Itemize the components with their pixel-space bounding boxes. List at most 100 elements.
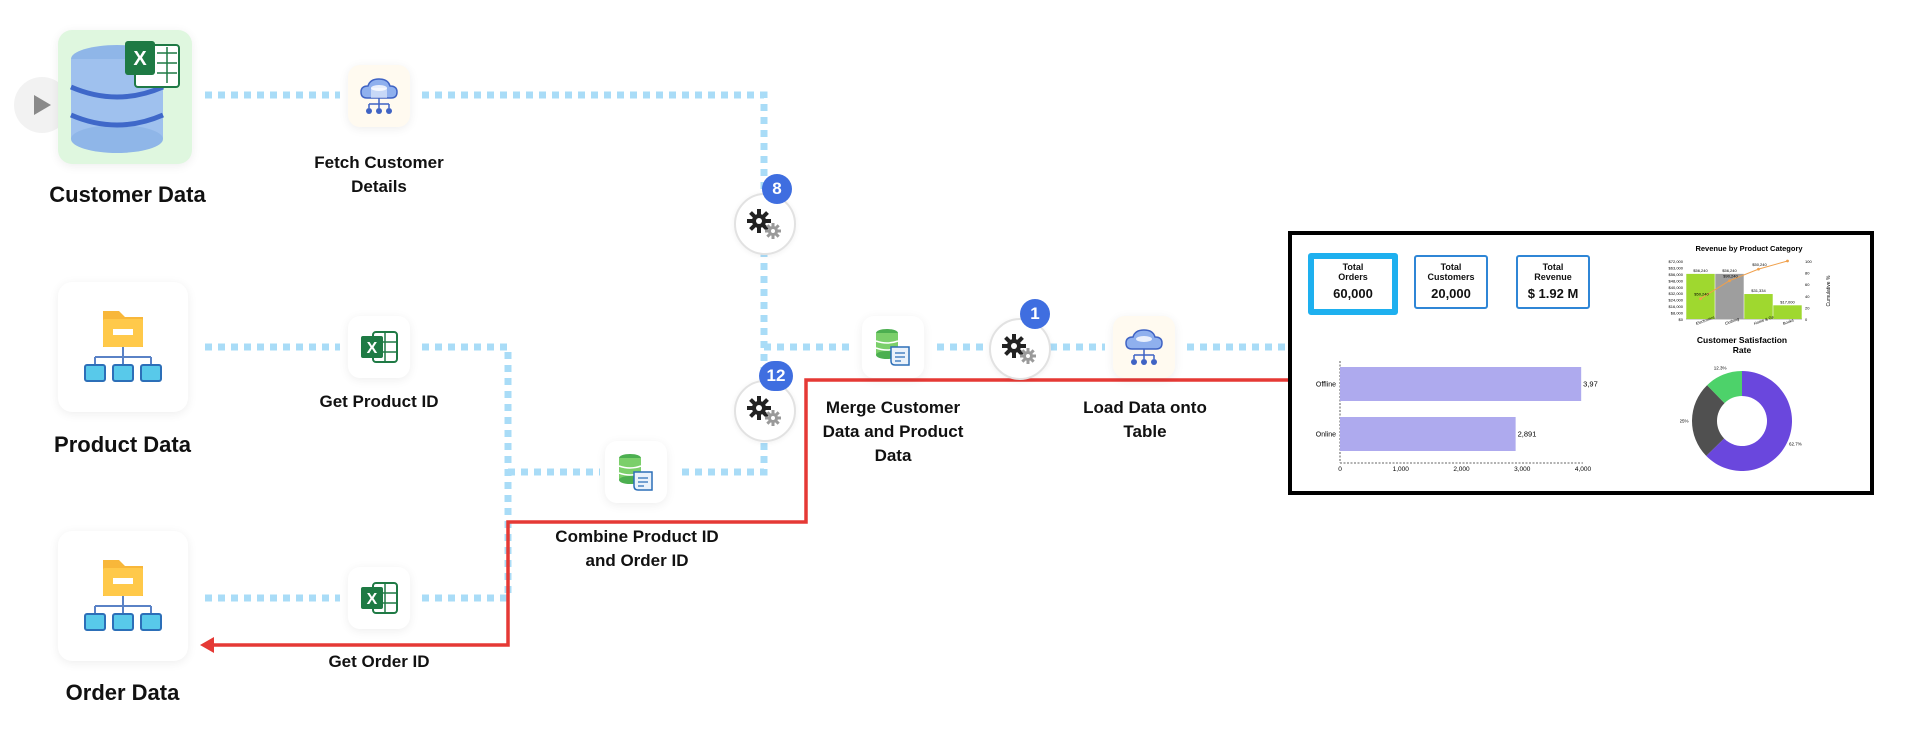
cumulative-line (1700, 260, 1788, 300)
kpi-value: $ 1.92 M (1527, 286, 1579, 301)
y-tick-label: $48,000 (1669, 278, 1684, 283)
product-data-node[interactable] (58, 282, 188, 412)
gears-icon (747, 209, 781, 239)
x-tick-label: 3,000 (1514, 466, 1531, 473)
bar-value-label: 3,97 (1583, 380, 1598, 389)
cumulative-point (1757, 267, 1760, 271)
red-execution-path (200, 378, 1290, 653)
excel-icon: X (361, 331, 398, 363)
get-product-id-label: Get Product ID (319, 392, 439, 411)
fetch-customer-node[interactable] (348, 65, 410, 127)
get-order-id-label: Get Order ID (328, 652, 430, 671)
y-tick-label: $8,000 (1671, 311, 1684, 316)
x-tick-label: Electronics (1695, 315, 1715, 326)
x-tick-label: Clothing (1724, 316, 1740, 326)
order-data-node[interactable] (58, 531, 188, 661)
cumulative-point (1786, 259, 1789, 263)
chart-title-line-1: Customer Satisfaction (1697, 335, 1787, 345)
line-data-label: $50,240 (1752, 262, 1767, 267)
gear-badge-top: 8 (762, 174, 792, 204)
cloud-database-icon (360, 78, 398, 114)
dashboard-preview[interactable]: Total Orders 60,000 Total Customers 20,0… (1288, 231, 1874, 495)
line-data-label: $50,240 (1694, 292, 1709, 297)
gear-node-top[interactable] (734, 193, 796, 255)
revenue-bar (1773, 305, 1802, 319)
donut-slice (1707, 371, 1742, 404)
y2-tick-label: 80 (1805, 271, 1810, 276)
slice-label: 62.7% (1789, 442, 1802, 447)
donut-slice (1706, 371, 1792, 471)
gears-icon (747, 396, 781, 426)
folder-hierarchy-icon (84, 311, 162, 382)
y-tick-label: $16,000 (1669, 304, 1684, 309)
kpi-value: 20,000 (1431, 286, 1471, 301)
bar-data-label: $56,240 (1693, 268, 1708, 273)
y2-tick-label: 40 (1805, 294, 1810, 299)
y-tick-label: $24,000 (1669, 298, 1684, 303)
merge-label: Merge Customer Data and Product Data (822, 398, 964, 465)
load-data-node[interactable] (1113, 316, 1175, 378)
x-tick-label: 4,000 (1575, 466, 1592, 473)
svg-text:X: X (367, 340, 378, 357)
order-data-label: Order Data (65, 680, 180, 705)
kpi-title: Total Revenue (1534, 262, 1572, 282)
channel-bar (1340, 417, 1516, 451)
line-get-product-down (422, 343, 512, 598)
database-document-icon (618, 454, 653, 491)
x-tick-label: 1,000 (1393, 466, 1410, 473)
gear-node-right[interactable] (989, 318, 1051, 380)
customer-data-node[interactable]: X (58, 30, 192, 164)
folder-hierarchy-icon (84, 560, 162, 631)
category-label: Offline (1316, 382, 1336, 389)
revenue-bar (1686, 273, 1715, 319)
chart-title-line-2: Rate (1733, 345, 1752, 355)
revenue-bar (1744, 294, 1773, 319)
y-tick-label: $0 (1679, 317, 1684, 322)
chart-title: Revenue by Product Category (1695, 244, 1803, 253)
kpi-value: 60,000 (1333, 286, 1373, 301)
combine-node[interactable] (605, 441, 667, 503)
y2-axis-label: Cumulative % (1826, 275, 1832, 306)
product-data-label: Product Data (54, 432, 191, 457)
slice-label: 12.3% (1714, 365, 1727, 370)
combine-label: Combine Product ID and Order ID (555, 527, 719, 570)
y-tick-label: $63,000 (1669, 265, 1684, 270)
kpi-total-revenue: Total Revenue $ 1.92 M (1516, 255, 1590, 309)
database-document-icon (875, 329, 910, 366)
y2-tick-label: 20 (1805, 305, 1810, 310)
x-tick-label: 0 (1338, 466, 1342, 473)
gears-icon (1002, 334, 1036, 364)
fetch-customer-label: Fetch Customer Details (314, 153, 444, 196)
get-product-id-node[interactable]: X (348, 316, 410, 378)
gear-node-middle[interactable] (734, 380, 796, 442)
donut-slice (1692, 385, 1725, 456)
y2-tick-label: 100 (1805, 259, 1812, 264)
kpi-title: Total Orders (1338, 262, 1368, 282)
bar-value-label: 2,891 (1518, 430, 1537, 439)
dotted-flow-lines (205, 91, 1288, 602)
y-tick-label: $56,000 (1669, 272, 1684, 277)
line-fetch-to-junction (422, 91, 768, 205)
x-tick-label: 2,000 (1453, 466, 1470, 473)
category-label: Online (1316, 432, 1336, 439)
cloud-database-icon (1125, 329, 1163, 365)
load-data-label: Load Data onto Table (1083, 398, 1207, 441)
svg-text:X: X (133, 48, 147, 70)
get-order-id-node[interactable]: X (348, 567, 410, 629)
line-data-label: $90,240 (1723, 274, 1738, 279)
play-icon (34, 95, 51, 115)
bar-data-label: $31,334 (1751, 288, 1766, 293)
channel-bar (1340, 367, 1582, 401)
customer-data-label: Customer Data (49, 182, 206, 207)
x-tick-label: Books (1782, 317, 1794, 326)
svg-text:X: X (367, 591, 378, 608)
line-combine-to-spine (682, 438, 768, 476)
cumulative-point (1728, 279, 1731, 283)
y2-tick-label: 60 (1805, 282, 1810, 287)
merge-node[interactable] (862, 316, 924, 378)
excel-icon: X (361, 582, 398, 614)
kpi-total-customers: Total Customers 20,000 (1414, 255, 1488, 309)
